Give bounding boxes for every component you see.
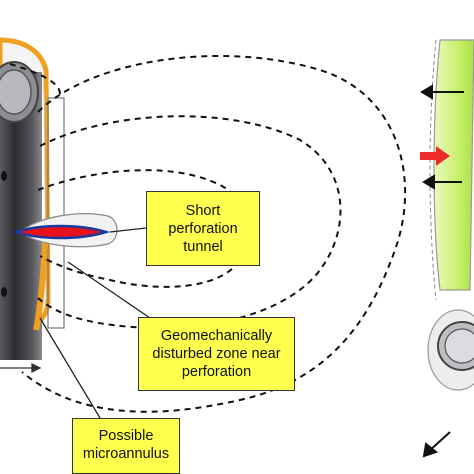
callout-leaders [39, 227, 151, 419]
diagonal-arrow-black [422, 431, 451, 458]
callout-line: microannulus [82, 446, 170, 462]
callout-line: Geomechanically [160, 328, 273, 344]
callout-line: Possible [98, 428, 154, 444]
right-figure [420, 39, 474, 458]
perforation-hole [1, 287, 7, 297]
perforation-tunnel [12, 213, 118, 248]
right-arrow-red [420, 146, 450, 166]
left-arrow-black [422, 174, 462, 190]
callout-geomechanically-disturbed-zone: Geomechanically disturbed zone near perf… [138, 317, 295, 391]
left-arrow-black [420, 84, 464, 100]
left-flow-arrow [0, 362, 42, 374]
callout-line: perforation [181, 364, 252, 380]
callout-line: tunnel [183, 238, 223, 255]
callout-line: disturbed zone near [152, 346, 281, 362]
perforation-hole [1, 171, 7, 181]
casing-cylinder [0, 61, 42, 360]
callout-short-perforation-tunnel: Short perforation tunnel [146, 191, 260, 266]
lower-casing [427, 309, 474, 391]
disturbed-zone-contours [9, 55, 407, 413]
callout-line: Short [185, 202, 221, 219]
callout-line: perforation [168, 220, 238, 237]
callout-possible-microannulus: Possible microannulus [72, 418, 180, 474]
